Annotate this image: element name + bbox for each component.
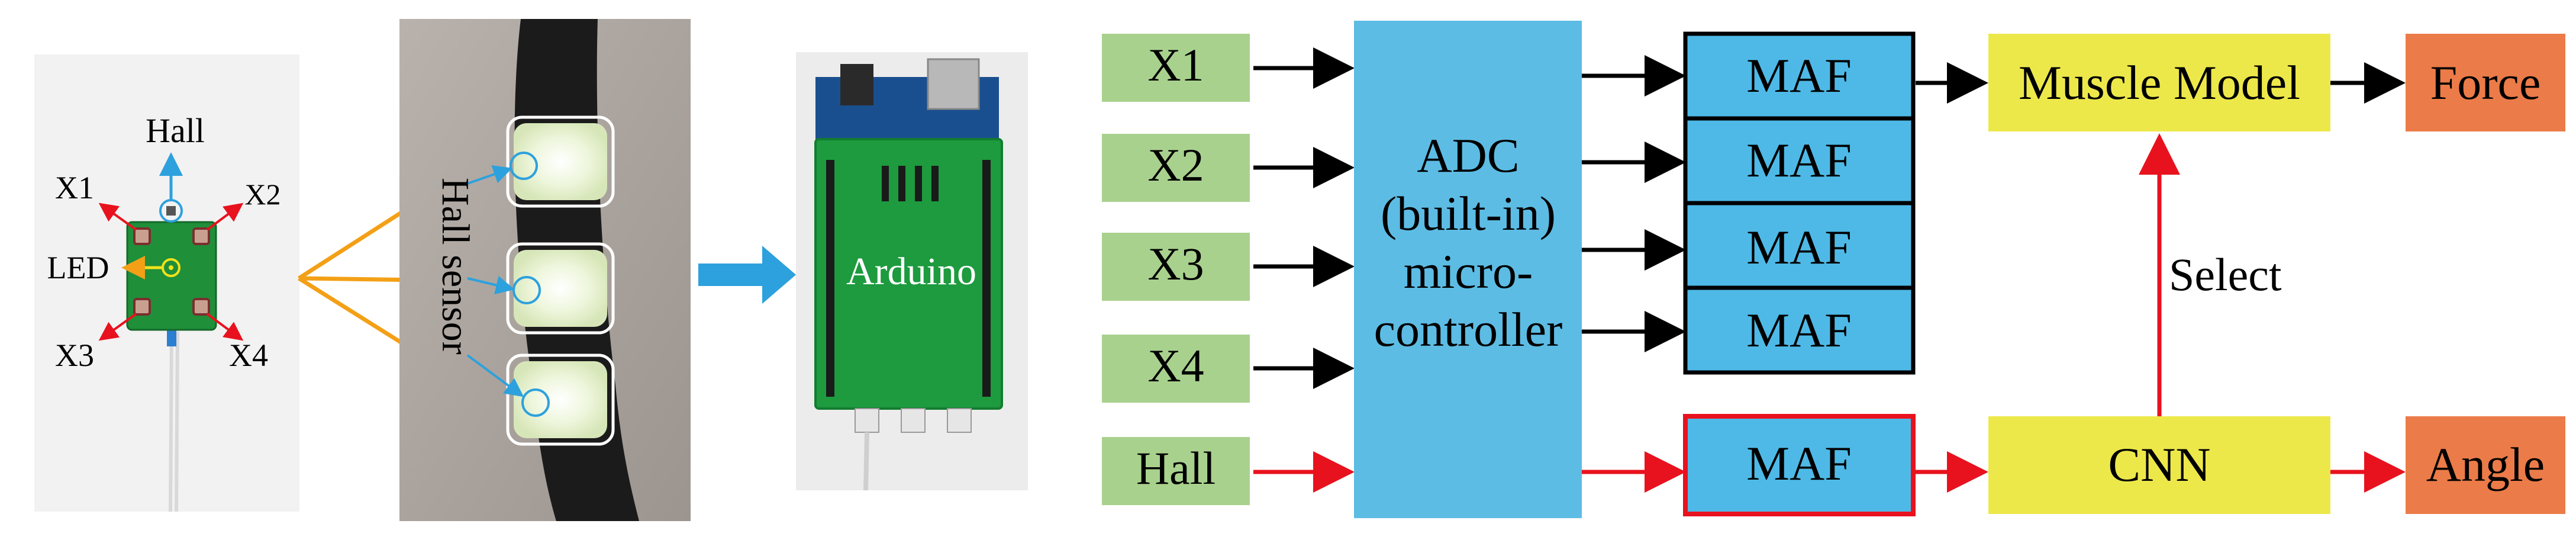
adc-line-1: ADC bbox=[1417, 128, 1519, 182]
maf-block-3: MAF bbox=[1683, 201, 1916, 290]
sensor-board-photo: Hall X1 X2 X3 X4 LED bbox=[34, 54, 299, 512]
power-jack bbox=[840, 64, 873, 105]
maf-label-2: MAF bbox=[1746, 133, 1852, 187]
x3-label: X3 bbox=[55, 338, 94, 373]
header-pins bbox=[826, 160, 991, 397]
x2-label: X2 bbox=[244, 178, 281, 211]
input-x3-label: X3 bbox=[1147, 238, 1204, 290]
x2-arrow bbox=[206, 203, 244, 231]
hall-marker-3 bbox=[521, 388, 550, 417]
block-diagram: X1 X2 X3 X4 Hall ADC (built-in) micr bbox=[1102, 21, 2565, 518]
arduino-photo: Arduino bbox=[796, 52, 1028, 491]
angle-label: Angle bbox=[2426, 438, 2545, 491]
ribbon-cable bbox=[169, 331, 179, 512]
maf-block-4: MAF bbox=[1683, 285, 1916, 375]
input-x1-label: X1 bbox=[1147, 39, 1204, 91]
x1-arrow bbox=[98, 203, 137, 231]
force-block: Force bbox=[2406, 34, 2565, 131]
maf-block-1: MAF bbox=[1683, 31, 1916, 121]
input-hall: Hall bbox=[1102, 437, 1250, 505]
hall-label: Hall bbox=[146, 111, 205, 150]
sensor-housings bbox=[514, 123, 607, 438]
sensor-box-3 bbox=[506, 354, 615, 446]
x4-arrow bbox=[206, 313, 244, 341]
input-x3: X3 bbox=[1102, 233, 1250, 301]
adc-line-3: micro- bbox=[1404, 245, 1533, 298]
maf-label-1: MAF bbox=[1746, 49, 1852, 102]
sensor-pads bbox=[133, 227, 210, 316]
maf-block-hall: MAF bbox=[1683, 414, 1916, 516]
cnn-label: CNN bbox=[2108, 438, 2210, 491]
maf-label-4: MAF bbox=[1746, 303, 1852, 357]
sensor-box-1 bbox=[506, 115, 615, 208]
maf-label-hall: MAF bbox=[1746, 436, 1852, 490]
select-label: Select bbox=[2169, 249, 2282, 300]
input-x4-label: X4 bbox=[1147, 340, 1204, 391]
muscle-model-label: Muscle Model bbox=[2019, 56, 2300, 110]
input-x1: X1 bbox=[1102, 34, 1250, 102]
adc-line-4: controller bbox=[1374, 303, 1563, 356]
angle-block: Angle bbox=[2406, 416, 2565, 514]
led-label: LED bbox=[47, 250, 109, 285]
x1-label: X1 bbox=[55, 170, 94, 205]
input-hall-label: Hall bbox=[1136, 442, 1216, 494]
input-x2-label: X2 bbox=[1147, 139, 1204, 191]
x3-arrow bbox=[98, 313, 137, 341]
x4-label: X4 bbox=[229, 338, 268, 373]
arduino-label: Arduino bbox=[846, 250, 976, 293]
adc-block: ADC (built-in) micro- controller bbox=[1354, 21, 1582, 518]
adc-line-2: (built-in) bbox=[1381, 187, 1556, 240]
maf-block-2: MAF bbox=[1683, 116, 1916, 205]
hall-sensor-label: Hall sensor bbox=[434, 178, 477, 355]
flow-arrow bbox=[698, 246, 796, 304]
cnn-block: CNN bbox=[1988, 416, 2330, 514]
strap-photo: Hall sensor bbox=[399, 19, 691, 521]
force-label: Force bbox=[2430, 56, 2541, 110]
usb-port bbox=[927, 58, 980, 110]
input-x2: X2 bbox=[1102, 134, 1250, 202]
maf-label-3: MAF bbox=[1746, 220, 1852, 274]
muscle-model-block: Muscle Model bbox=[1988, 34, 2330, 131]
input-x4: X4 bbox=[1102, 335, 1250, 403]
hall-chip bbox=[166, 206, 176, 216]
